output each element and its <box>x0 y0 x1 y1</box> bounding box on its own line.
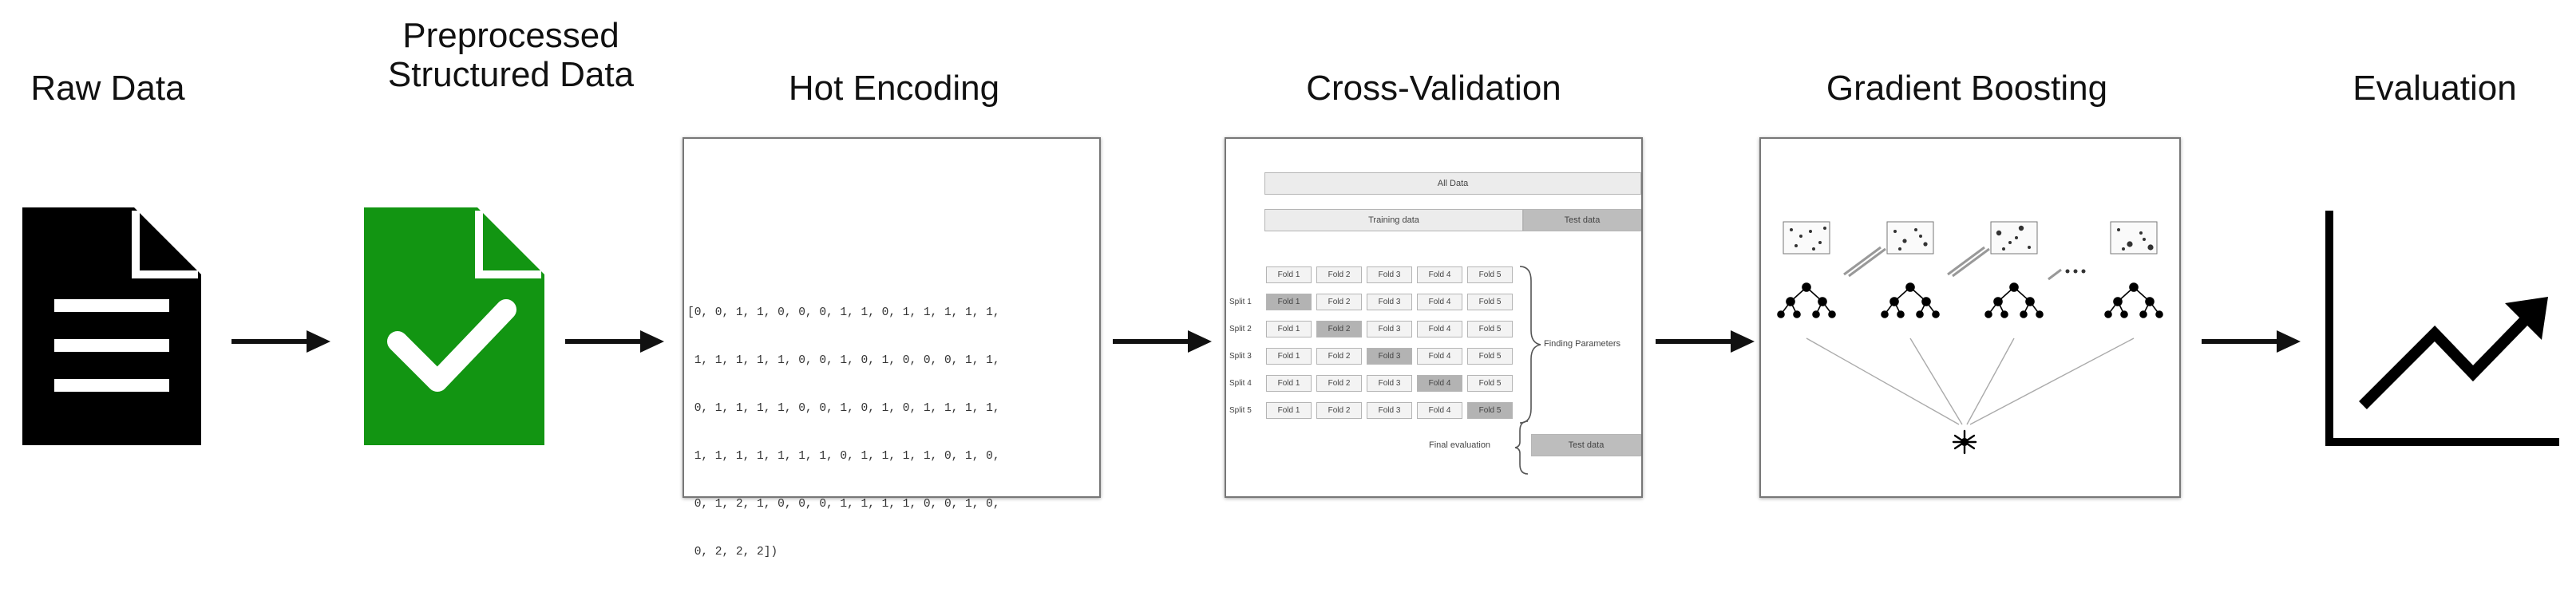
encoded-line: 0, 2, 2, 2]) <box>687 546 778 558</box>
fold-cell: Fold 3 <box>1367 294 1412 310</box>
gradient-boosting-panel <box>1759 137 2181 498</box>
encoded-vector: [0, 0, 1, 1, 0, 0, 0, 1, 1, 0, 1, 1, 1, … <box>687 273 1000 592</box>
encoded-line: [0, 0, 1, 1, 0, 0, 0, 1, 1, 0, 1, 1, 1, … <box>687 306 1000 319</box>
split-label: Split 4 <box>1229 379 1252 388</box>
fold-cell: Fold 5 <box>1467 266 1513 283</box>
final-test-data-bar: Test data <box>1531 434 1641 456</box>
fold-cell: Fold 2 <box>1316 348 1362 365</box>
encoded-line: 0, 1, 1, 1, 1, 0, 0, 1, 0, 1, 0, 1, 1, 1… <box>687 402 1000 415</box>
fold-cell: Fold 1 <box>1266 402 1312 419</box>
fold-cell-validation: Fold 3 <box>1367 348 1412 365</box>
fold-cell: Fold 4 <box>1417 348 1462 365</box>
fold-cell-validation: Fold 2 <box>1316 321 1362 337</box>
brace-icon <box>1519 266 1541 424</box>
fold-cell: Fold 2 <box>1316 402 1362 419</box>
fold-cell: Fold 2 <box>1316 375 1362 392</box>
fold-cell: Fold 3 <box>1367 375 1412 392</box>
split-label: Split 2 <box>1229 325 1252 333</box>
fold-cell: Fold 4 <box>1417 294 1462 310</box>
document-icon <box>22 207 201 445</box>
fold-cell: Fold 2 <box>1316 266 1362 283</box>
decision-tree-icon <box>2104 282 2163 318</box>
arrow-icon <box>2202 330 2301 353</box>
test-data-bar: Test data <box>1523 209 1641 231</box>
fold-cell: Fold 2 <box>1316 294 1362 310</box>
encoded-line: 1, 1, 1, 1, 1, 1, 1, 0, 1, 1, 1, 1, 0, 1… <box>687 450 1000 463</box>
fold-cell: Fold 1 <box>1266 348 1312 365</box>
fold-cell: Fold 1 <box>1266 321 1312 337</box>
split-label: Split 5 <box>1229 406 1252 415</box>
hot-encoding-panel: [0, 0, 1, 1, 0, 0, 0, 1, 1, 0, 1, 1, 1, … <box>683 137 1101 558</box>
all-data-bar: All Data <box>1264 172 1641 195</box>
brace-icon <box>1514 420 1529 475</box>
fold-cell: Fold 3 <box>1367 321 1412 337</box>
fold-cell: Fold 5 <box>1467 321 1513 337</box>
fold-cell: Fold 4 <box>1417 321 1462 337</box>
arrow-icon <box>231 330 330 353</box>
fold-cell: Fold 5 <box>1467 375 1513 392</box>
encoded-line: 1, 1, 1, 1, 1, 0, 0, 1, 0, 1, 0, 0, 0, 1… <box>687 354 1000 367</box>
gradient-boosting-title: Gradient Boosting <box>1826 69 2108 108</box>
decision-tree-icon <box>1984 282 2044 318</box>
split-label: Split 3 <box>1229 352 1252 361</box>
preprocessed-title: Preprocessed Structured Data <box>335 16 687 95</box>
fold-cell: Fold 4 <box>1417 402 1462 419</box>
arrow-icon <box>1113 330 1212 353</box>
fold-cell: Fold 5 <box>1467 348 1513 365</box>
line-chart-trend-icon <box>2325 211 2559 446</box>
document-check-icon <box>364 207 544 445</box>
evaluation-title: Evaluation <box>2352 69 2517 108</box>
ellipsis-icon <box>2065 269 2086 274</box>
fold-cell-validation: Fold 4 <box>1417 375 1462 392</box>
fold-cell: Fold 4 <box>1417 266 1462 283</box>
fold-cell: Fold 5 <box>1467 294 1513 310</box>
cross-validation-title: Cross-Validation <box>1306 69 1561 108</box>
fold-cell: Fold 3 <box>1367 402 1412 419</box>
finding-parameters-label: Finding Parameters <box>1544 339 1620 349</box>
split-label: Split 1 <box>1229 298 1252 306</box>
encoded-line: 0, 1, 2, 1, 0, 0, 0, 1, 1, 1, 1, 0, 0, 1… <box>687 498 1000 511</box>
dataset-thumbnail <box>1783 221 2158 255</box>
boosting-ensemble-diagram <box>1777 221 2163 455</box>
arrow-icon <box>1656 330 1755 353</box>
final-evaluation-label: Final evaluation <box>1429 440 1491 450</box>
fold-cell: Fold 1 <box>1266 266 1312 283</box>
decision-tree-icon <box>1777 282 1836 318</box>
training-data-bar: Training data <box>1264 209 1523 231</box>
preprocessed-title-line2: Structured Data <box>387 55 635 95</box>
fold-cell: Fold 3 <box>1367 266 1412 283</box>
raw-data-title: Raw Data <box>30 69 185 108</box>
arrow-icon <box>565 330 664 353</box>
hot-encoding-title: Hot Encoding <box>788 69 1000 108</box>
fold-cell-validation: Fold 5 <box>1467 402 1513 419</box>
decision-tree-icon <box>1881 282 1940 318</box>
cross-validation-panel: All Data Training data Test data Fold 1 … <box>1225 137 1643 498</box>
preprocessed-title-line1: Preprocessed <box>402 16 619 55</box>
fold-cell: Fold 1 <box>1266 375 1312 392</box>
fold-cell-validation: Fold 1 <box>1266 294 1312 310</box>
